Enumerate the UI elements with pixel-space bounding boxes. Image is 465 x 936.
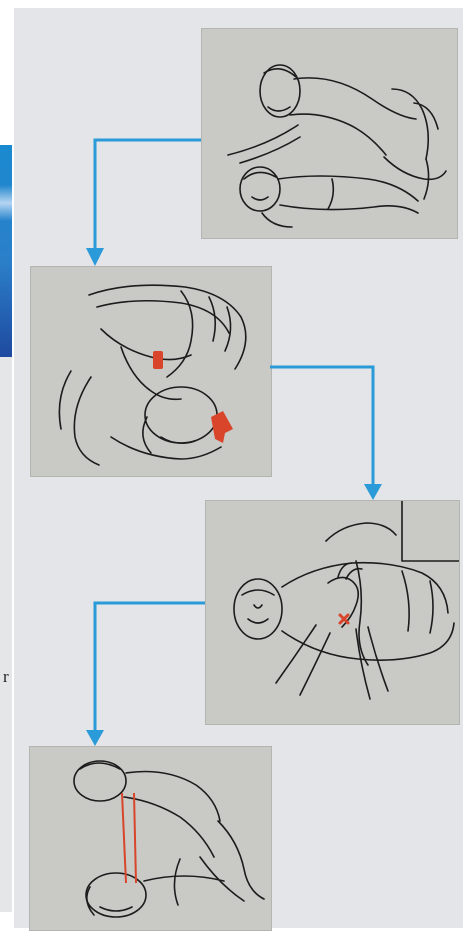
step-4-photo: [29, 746, 272, 931]
step-1-photo: [201, 28, 458, 239]
banner-highlight: [0, 185, 12, 221]
chest-compression-posture-icon: [30, 747, 271, 930]
blue-banner-fragment: [0, 145, 12, 357]
cropped-left-column: r: [0, 0, 12, 936]
hand-position-chest-compression-icon: [206, 501, 459, 724]
step-2-photo: [30, 266, 272, 477]
open-airway-head-tilt-icon: [31, 267, 271, 476]
unconscious-person-check-icon: [202, 29, 457, 238]
cropped-text-fragment: r: [3, 668, 9, 685]
step-3-photo: [205, 500, 460, 725]
gray-sidebar-fragment: [0, 357, 12, 912]
